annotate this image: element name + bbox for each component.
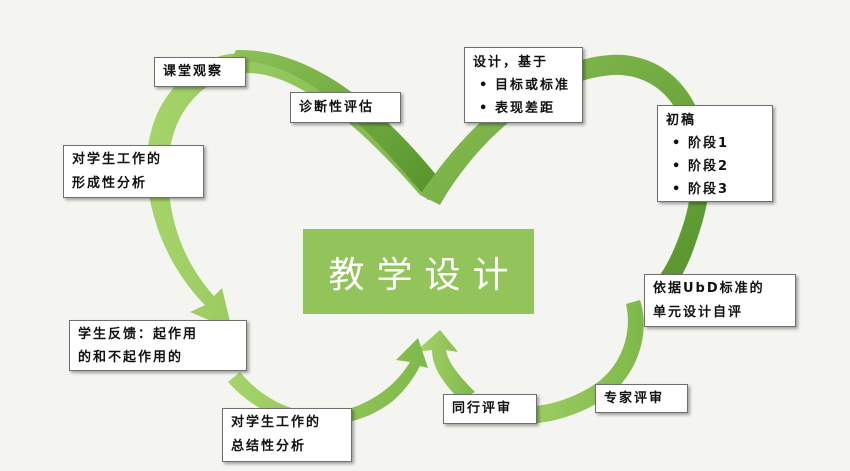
node-design-based: 设计，基于 目标或标准 表现差距 — [464, 47, 583, 123]
node-line: 总结性分析 — [231, 439, 307, 454]
list-item: 阶段3 — [672, 178, 764, 201]
node-bullet-list: 目标或标准 表现差距 — [473, 74, 574, 120]
node-student-feedback: 学生反馈：起作用 的和不起作用的 — [69, 320, 247, 371]
node-expert-review: 专家评审 — [595, 384, 688, 413]
list-item: 阶段1 — [672, 132, 764, 155]
node-line: 的和不起作用的 — [78, 350, 184, 365]
node-line: 对学生工作的 — [231, 415, 322, 430]
node-line: 学生反馈：起作用 — [78, 327, 199, 342]
list-item: 表现差距 — [479, 97, 574, 120]
node-formative-analysis: 对学生工作的 形成性分析 — [63, 145, 204, 198]
list-item: 目标或标准 — [479, 74, 574, 97]
node-line: 形成性分析 — [72, 176, 148, 191]
node-title: 设计，基于 — [473, 55, 549, 70]
arrow-up-center — [415, 330, 475, 400]
arrow-bottom-left — [228, 338, 428, 425]
node-bullet-list: 阶段1 阶段2 阶段3 — [666, 132, 764, 201]
node-diagnostic-assessment: 诊断性评估 — [290, 92, 401, 123]
node-ubd-self-review: 依据UbD标准的 单元设计自评 — [644, 274, 796, 327]
node-title: 初稿 — [666, 113, 697, 128]
node-draft: 初稿 阶段1 阶段2 阶段3 — [657, 105, 773, 202]
node-label: 同行评审 — [452, 401, 513, 416]
node-label: 专家评审 — [604, 391, 665, 406]
center-title: 教学设计 — [303, 229, 534, 314]
node-label: 诊断性评估 — [299, 100, 375, 115]
arrow-dark-band-left — [230, 49, 442, 200]
node-line: 依据UbD标准的 — [653, 281, 765, 296]
node-summative-analysis: 对学生工作的 总结性分析 — [222, 408, 352, 462]
node-peer-review: 同行评审 — [443, 394, 537, 424]
node-line: 单元设计自评 — [653, 305, 744, 320]
list-item: 阶段2 — [672, 155, 764, 178]
node-label: 课堂观察 — [163, 64, 224, 79]
node-classroom-observation: 课堂观察 — [154, 57, 246, 87]
node-line: 对学生工作的 — [72, 152, 163, 167]
